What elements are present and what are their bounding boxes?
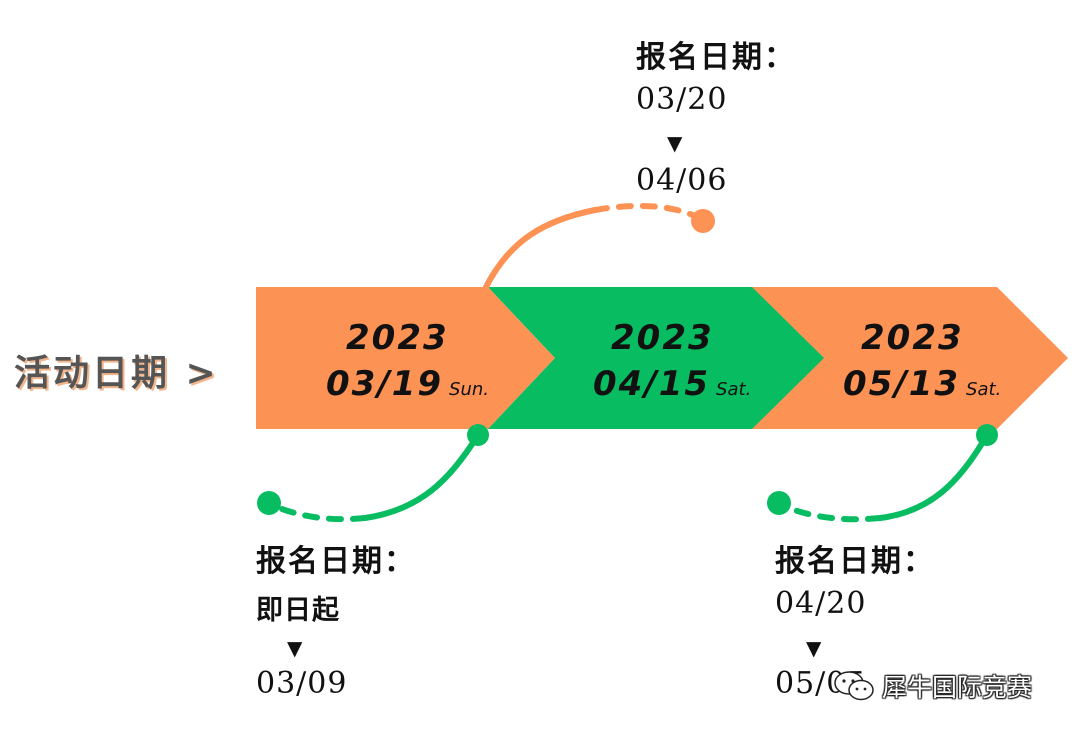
watermark-text: 犀牛国际竞赛 — [882, 673, 1033, 702]
registration-3-title: 报名日期： — [775, 544, 935, 579]
event-2-day: Sat. — [716, 379, 752, 400]
registration-2-start: 03/20 — [636, 82, 728, 117]
registration-2-title: 报名日期： — [636, 40, 796, 75]
watermark: 犀牛国际竞赛 — [832, 668, 1032, 704]
connector-3-solid — [877, 432, 990, 521]
connector-2-solid — [483, 207, 598, 290]
connector-1-start-dot — [467, 424, 489, 446]
connector-3-end-dot — [767, 491, 791, 515]
event-1-date: 03/19 — [326, 364, 444, 404]
connector-3-start-dot — [976, 424, 998, 446]
event-2-year: 2023 — [611, 318, 714, 358]
wechat-icon — [834, 671, 874, 701]
connector-1-dashed — [269, 502, 368, 523]
connector-1-end-dot — [257, 491, 281, 515]
connector-2-dashed — [592, 202, 698, 219]
connector-1-solid — [362, 432, 481, 521]
activity-date-label: 活动日期 > — [14, 353, 219, 394]
segment-1-bg — [256, 287, 555, 429]
event-2-date: 04/15 — [593, 364, 711, 404]
event-1-day: Sun. — [449, 379, 490, 400]
registration-2-arrow-icon: ▼ — [667, 131, 683, 155]
registration-2-end: 04/06 — [636, 163, 728, 198]
registration-1-arrow-icon: ▼ — [287, 636, 303, 660]
registration-1-title: 报名日期： — [256, 544, 416, 579]
connector-2-end-dot — [691, 209, 715, 233]
segment-3-bg — [752, 287, 1068, 429]
event-3-date: 05/13 — [843, 364, 961, 404]
connector-3-dashed — [779, 502, 883, 523]
registration-3-start: 04/20 — [775, 586, 867, 621]
event-3-year: 2023 — [861, 318, 964, 358]
registration-1-end: 03/09 — [256, 666, 348, 701]
event-3-day: Sat. — [966, 379, 1002, 400]
segment-2-bg — [488, 287, 824, 429]
registration-1-start: 即日起 — [256, 595, 340, 626]
registration-3-arrow-icon: ▼ — [806, 636, 822, 660]
event-1-year: 2023 — [346, 318, 449, 358]
